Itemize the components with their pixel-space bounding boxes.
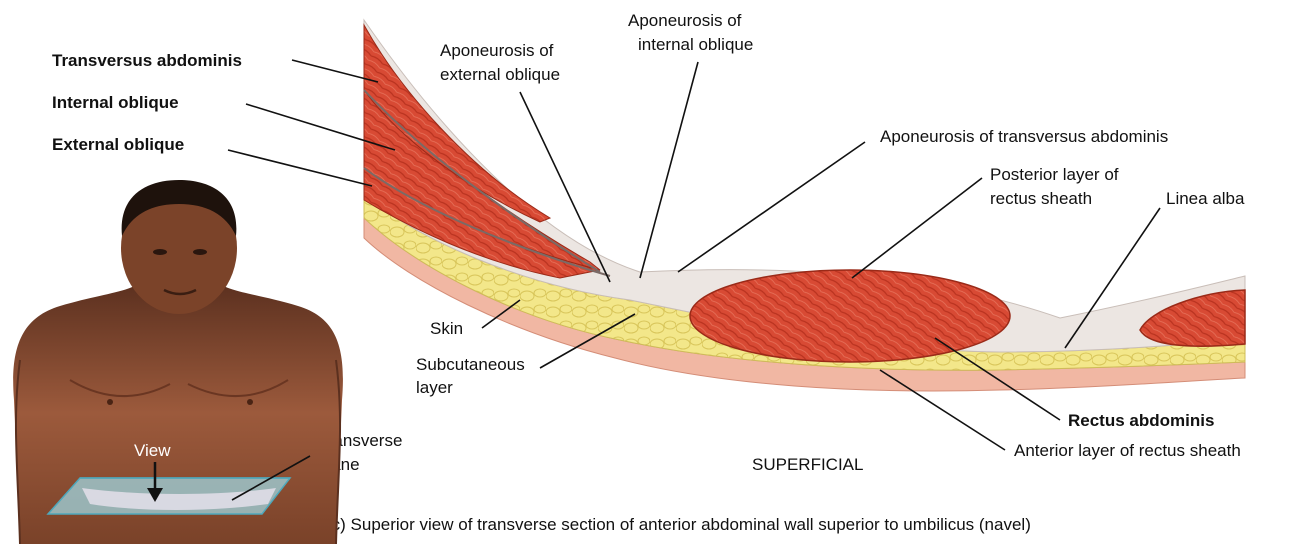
label-posterior-layer-line1: Posterior layer of <box>990 165 1119 184</box>
label-aponeurosis-external-oblique-line2: external oblique <box>440 65 560 84</box>
label-aponeurosis-internal-oblique-line2: internal oblique <box>638 35 753 54</box>
label-view: View <box>134 441 171 460</box>
torso-figure: View <box>13 180 343 544</box>
label-anterior-layer: Anterior layer of rectus sheath <box>1014 441 1241 460</box>
label-skin: Skin <box>430 319 463 338</box>
label-posterior-layer-line2: rectus sheath <box>990 189 1092 208</box>
label-linea-alba: Linea alba <box>1166 189 1245 208</box>
label-external-oblique: External oblique <box>52 135 184 154</box>
rectus-abdominis-muscle <box>690 270 1010 362</box>
figure-caption: (c) Superior view of transverse section … <box>326 515 1031 534</box>
label-subcutaneous-line2: layer <box>416 378 453 397</box>
label-internal-oblique: Internal oblique <box>52 93 179 112</box>
label-subcutaneous-line1: Subcutaneous <box>416 355 525 374</box>
label-aponeurosis-external-oblique-line1: Aponeurosis of <box>440 41 554 60</box>
label-rectus-abdominis: Rectus abdominis <box>1068 411 1214 430</box>
label-superficial: SUPERFICIAL <box>752 455 863 474</box>
label-aponeurosis-internal-oblique-line1: Aponeurosis of <box>628 11 742 30</box>
label-transversus-abdominis: Transversus abdominis <box>52 51 242 70</box>
label-aponeurosis-transversus: Aponeurosis of transversus abdominis <box>880 127 1168 146</box>
